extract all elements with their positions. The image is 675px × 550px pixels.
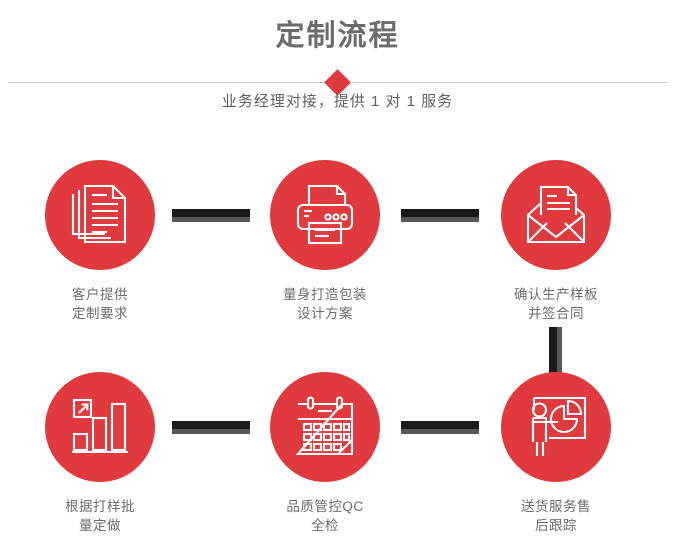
flow-step-3-label: 确认生产样板 并签合同 <box>514 287 598 321</box>
connector-bar-left <box>549 327 557 377</box>
title-divider <box>8 69 667 96</box>
page-title: 定制流程 <box>275 20 400 52</box>
flow-step-6-circle[interactable] <box>501 372 611 482</box>
flow-step-1[interactable]: 客户提供 定制要求 <box>25 160 175 323</box>
documents-stack-icon <box>71 184 127 244</box>
connector-bar-top <box>172 209 250 217</box>
flow-step-1-circle[interactable] <box>45 160 155 270</box>
connector-bar-bottom <box>401 429 479 434</box>
connector-bar-bottom <box>172 217 250 222</box>
calendar-icon <box>295 396 354 456</box>
flow-step-5[interactable]: 品质管控QC 全检 <box>250 372 400 535</box>
connector-bar-top <box>401 209 479 217</box>
printer-icon <box>296 184 354 245</box>
flow-step-4[interactable]: 根据打样批 量定做 <box>25 372 175 535</box>
flow-step-2-circle[interactable] <box>270 160 380 270</box>
process-flow-diagram: 客户提供 定制要求 量身打造包装 设计方案 <box>0 130 675 550</box>
connector-1-2 <box>172 209 250 222</box>
connector-5-6 <box>401 421 479 434</box>
flow-step-6[interactable]: 送货服务售 后跟踪 <box>481 372 631 535</box>
connector-bar-top <box>401 421 479 429</box>
flow-step-1-label: 客户提供 定制要求 <box>72 287 128 321</box>
flow-step-4-label: 根据打样批 量定做 <box>65 499 135 533</box>
header: 定制流程 业务经理对接，提供 1 对 1 服务 <box>0 0 675 130</box>
connector-bar-bottom <box>172 429 250 434</box>
flow-step-6-label: 送货服务售 后跟踪 <box>521 499 591 533</box>
page-subtitle: 业务经理对接，提供 1 对 1 服务 <box>221 93 454 110</box>
flow-step-5-circle[interactable] <box>270 372 380 482</box>
flow-step-3-circle[interactable] <box>501 160 611 270</box>
flow-step-3[interactable]: 确认生产样板 并签合同 <box>481 160 631 323</box>
connector-4-5 <box>172 421 250 434</box>
envelope-letter-icon <box>526 185 586 244</box>
connector-bar-bottom <box>401 217 479 222</box>
connector-2-3 <box>401 209 479 222</box>
bar-chart-growth-icon <box>72 398 128 454</box>
connector-bar-top <box>172 421 250 429</box>
flow-step-2[interactable]: 量身打造包装 设计方案 <box>250 160 400 323</box>
presentation-pie-chart-icon <box>531 396 587 456</box>
connector-3-4 <box>549 327 562 377</box>
connector-bar-right <box>557 327 562 377</box>
flow-step-5-label: 品质管控QC 全检 <box>286 499 364 533</box>
flow-step-2-label: 量身打造包装 设计方案 <box>283 287 367 321</box>
flow-step-4-circle[interactable] <box>45 372 155 482</box>
